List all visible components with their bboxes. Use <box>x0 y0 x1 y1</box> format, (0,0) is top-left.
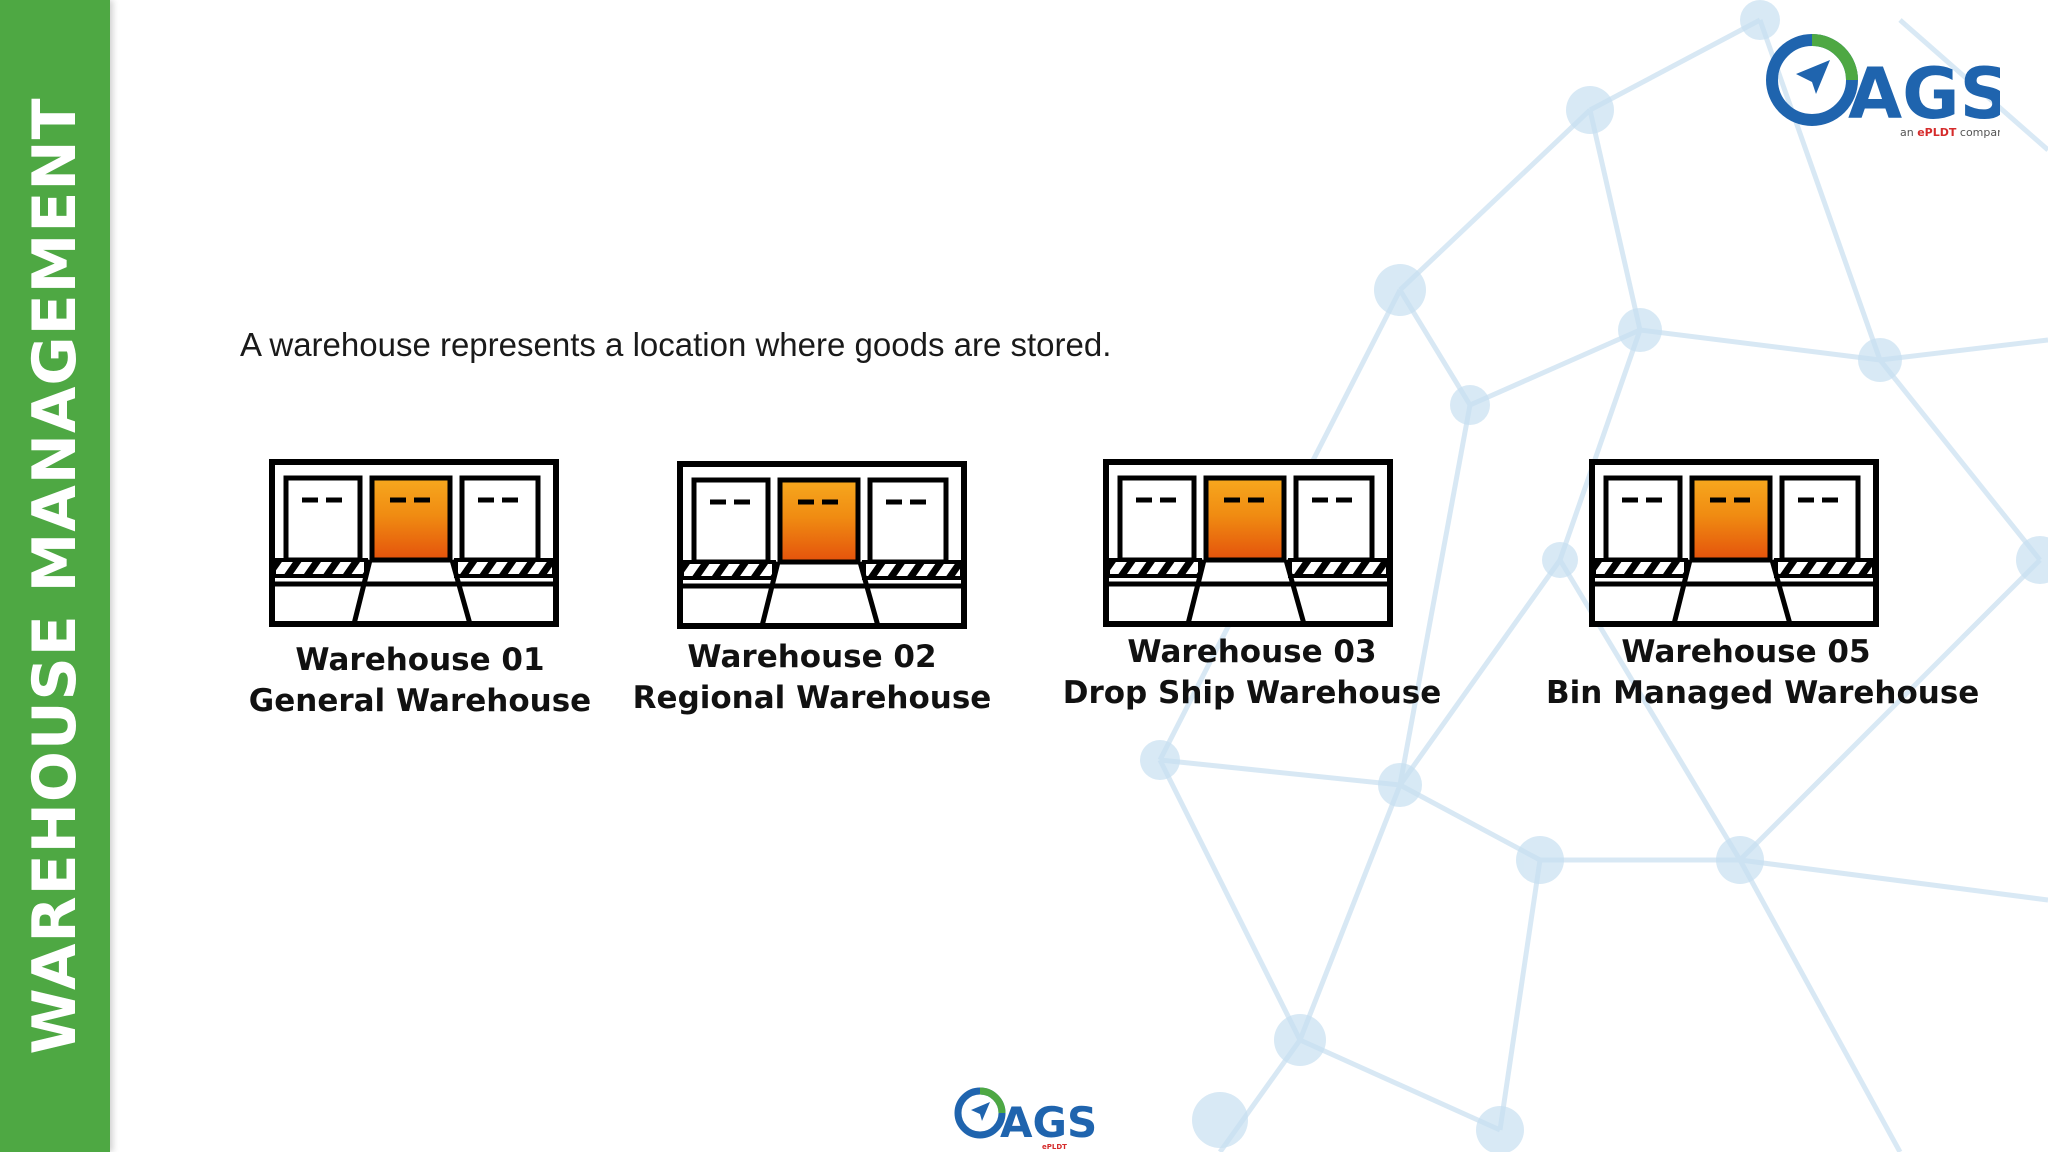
warehouse-caption: Warehouse 01 General Warehouse <box>220 640 620 722</box>
warehouse-icon <box>1588 458 1880 632</box>
warehouse-icon <box>676 460 968 634</box>
warehouse-caption: Warehouse 03 Drop Ship Warehouse <box>1052 632 1452 714</box>
warehouse-code: Warehouse 05 <box>1621 634 1871 670</box>
warehouse-type: General Warehouse <box>248 683 592 719</box>
sidebar: WAREHOUSE MANAGEMENT <box>0 0 110 1152</box>
ags-logo-top: AGS an ePLDT company <box>1766 34 2000 139</box>
warehouse-type: Drop Ship Warehouse <box>1062 675 1442 711</box>
sidebar-title: WAREHOUSE MANAGEMENT <box>20 97 90 1055</box>
svg-text:AGS: AGS <box>1848 53 2000 135</box>
warehouse-icon <box>268 458 560 632</box>
warehouse-caption: Warehouse 02 Regional Warehouse <box>612 637 1012 719</box>
svg-text:AGS: AGS <box>1000 1098 1097 1147</box>
warehouse-type: Bin Managed Warehouse <box>1546 675 1980 711</box>
ags-logo-bottom: AGS ePLDT <box>954 1087 1097 1151</box>
warehouse-code: Warehouse 02 <box>687 639 937 675</box>
warehouse-type: Regional Warehouse <box>632 680 992 716</box>
warehouse-code: Warehouse 01 <box>295 642 545 678</box>
svg-text:ePLDT: ePLDT <box>1042 1143 1067 1151</box>
svg-text:an ePLDT company: an ePLDT company <box>1900 126 2000 139</box>
warehouse-icon <box>1102 458 1394 632</box>
warehouse-caption: Warehouse 05 Bin Managed Warehouse <box>1546 632 1980 714</box>
warehouse-code: Warehouse 03 <box>1127 634 1377 670</box>
intro-text: A warehouse represents a location where … <box>240 326 1112 363</box>
